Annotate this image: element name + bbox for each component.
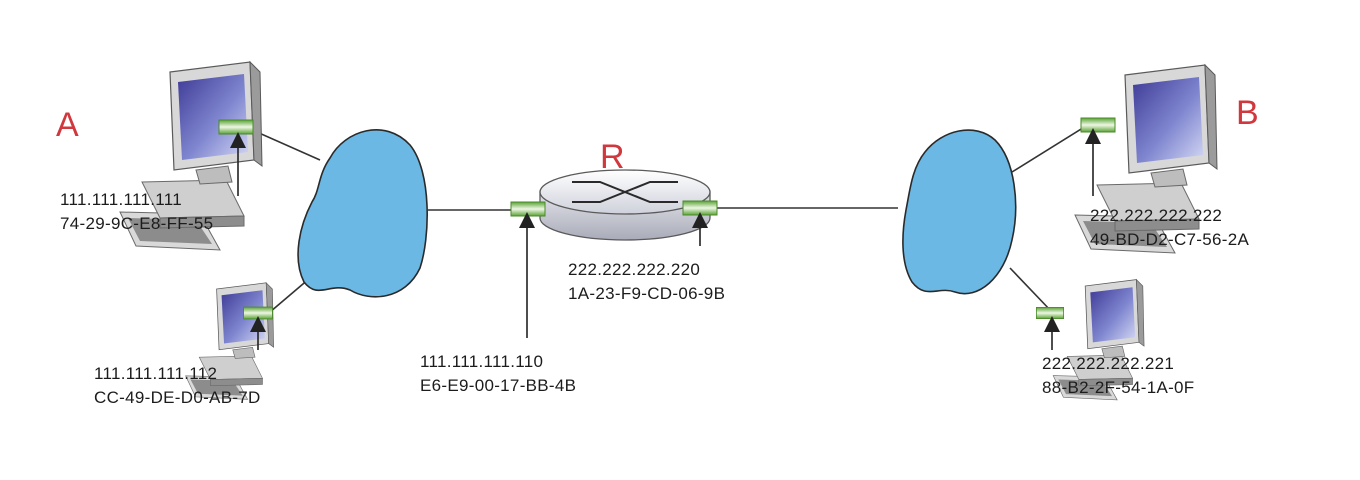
- link-a2-subnet1: [269, 277, 311, 313]
- ip-address: 111.111.111.110: [420, 352, 544, 371]
- mac-address: 49-BD-D2-C7-56-2A: [1090, 230, 1250, 249]
- interface-label-b1: 222.222.222.222 49-BD-D2-C7-56-2A: [1090, 204, 1249, 252]
- network-links: [249, 125, 1087, 313]
- interface-label-a1: 111.111.111.111 74-29-9C-E8-FF-55: [60, 188, 213, 236]
- network-adapter-icon: [1036, 306, 1064, 320]
- mac-address: E6-E9-00-17-BB-4B: [420, 376, 577, 395]
- network-adapter-icon: [1080, 117, 1116, 133]
- ip-address: 222.222.222.221: [1042, 354, 1175, 373]
- link-subnet2-b2: [1009, 267, 1053, 313]
- ip-address: 222.222.222.220: [568, 260, 701, 279]
- network-adapter-icon: [243, 306, 273, 320]
- mac-address: 74-29-9C-E8-FF-55: [60, 214, 214, 233]
- subnet-cloud-icon: [902, 129, 1017, 295]
- host-a-label: A: [56, 106, 79, 144]
- network-adapter-icon: [510, 201, 546, 217]
- network-adapter-icon: [218, 119, 254, 135]
- interface-label-b2: 222.222.222.221 88-B2-2F-54-1A-0F: [1042, 352, 1195, 400]
- ip-address: 111.111.111.111: [60, 190, 183, 209]
- mac-address: 88-B2-2F-54-1A-0F: [1042, 378, 1195, 397]
- host-b-label: B: [1236, 94, 1259, 132]
- network-adapter-icon: [682, 200, 718, 216]
- ip-address: 222.222.222.222: [1090, 206, 1223, 225]
- interface-label-a2: 111.111.111.112 CC-49-DE-D0-AB-7D: [94, 362, 261, 410]
- router-label: R: [600, 138, 625, 176]
- interface-label-router-right: 222.222.222.220 1A-23-F9-CD-06-9B: [568, 258, 725, 306]
- ip-address: 111.111.111.112: [94, 364, 218, 383]
- subnet-cloud-icon: [297, 129, 428, 298]
- interface-label-router-left: 111.111.111.110 E6-E9-00-17-BB-4B: [420, 350, 576, 398]
- mac-address: 1A-23-F9-CD-06-9B: [568, 284, 726, 303]
- link-subnet2-b1: [1011, 125, 1087, 173]
- mac-address: CC-49-DE-D0-AB-7D: [94, 388, 261, 407]
